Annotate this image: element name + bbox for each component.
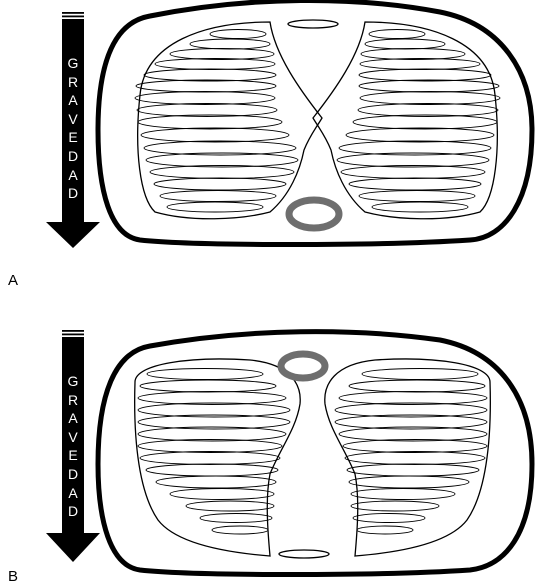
left-lung <box>138 22 322 219</box>
gravity-arrow: GRAVEDAD <box>44 12 102 252</box>
right-lung <box>325 359 491 556</box>
gravity-label: GRAVEDAD <box>63 54 83 203</box>
sternum <box>288 20 338 28</box>
left-lung-rings <box>135 30 298 213</box>
panel-a: GRAVEDAD A <box>0 0 538 294</box>
gravity-label-text: GRAVEDAD <box>67 372 79 521</box>
right-lung-rings <box>337 30 500 213</box>
panel-label: B <box>8 568 18 585</box>
gravity-label: GRAVEDAD <box>63 372 83 521</box>
sternum <box>279 550 329 558</box>
panel-b: GRAVEDAD B <box>0 294 538 588</box>
vertebra-ring <box>289 200 339 228</box>
right-lung <box>313 22 497 219</box>
gravity-arrow: GRAVEDAD <box>44 330 102 570</box>
gravity-label-text: GRAVEDAD <box>67 54 79 203</box>
left-lung <box>135 359 301 556</box>
panel-label: A <box>8 272 18 289</box>
vertebra-ring <box>281 354 325 378</box>
